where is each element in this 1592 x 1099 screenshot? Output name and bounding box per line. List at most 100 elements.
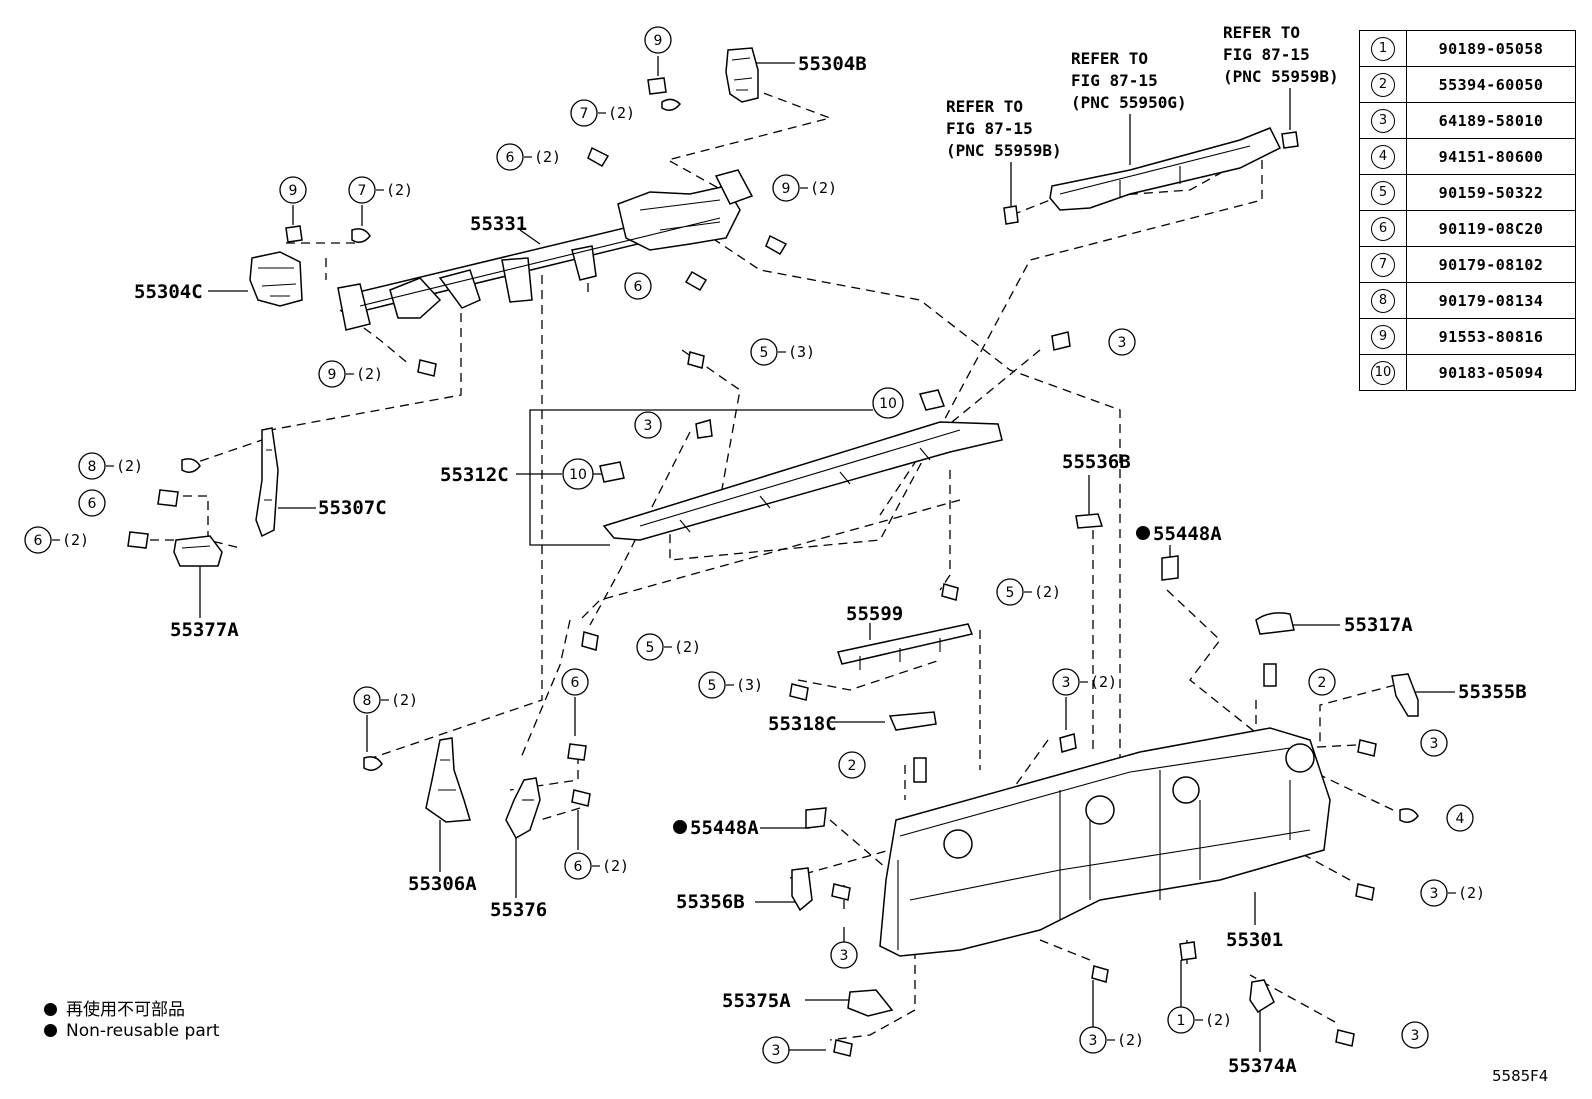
callout-quantity: (2) xyxy=(1090,673,1117,691)
label-55356B: 55356B xyxy=(676,891,745,913)
callout-c3-d: 3 xyxy=(1420,729,1448,757)
callout-circle xyxy=(24,526,52,554)
callout-circle xyxy=(644,26,672,54)
callout-number: 3 xyxy=(1430,736,1439,752)
part-55317A-cap xyxy=(1255,612,1295,635)
svg-text:FIG 87-15: FIG 87-15 xyxy=(946,119,1033,138)
svg-text:(PNC 55959B): (PNC 55959B) xyxy=(1223,67,1339,86)
callout-quantity: (2) xyxy=(674,638,701,656)
callout-number: 6 xyxy=(34,533,43,549)
callout-circle xyxy=(564,852,592,880)
legend-index-circle: 6 xyxy=(1371,216,1395,241)
callout-number: 8 xyxy=(363,693,372,709)
callout-quantity: (2) xyxy=(1117,1031,1144,1049)
callout-number: 1 xyxy=(1177,1013,1186,1029)
callout-circle xyxy=(996,578,1024,606)
bullet-dot-icon xyxy=(44,1003,57,1016)
callout-number: 5 xyxy=(760,345,769,361)
callout-c5-a: 5 (3) xyxy=(750,338,815,366)
legend-index-circle: 8 xyxy=(1371,288,1395,313)
svg-text:REFER TO: REFER TO xyxy=(1223,23,1300,42)
callout-quantity: (2) xyxy=(810,179,837,197)
callout-circle xyxy=(1108,328,1136,356)
part-55374A-bracket xyxy=(1249,979,1275,1014)
callout-c6-f: 6(2) xyxy=(564,852,629,880)
legend-index-circle: 5 xyxy=(1371,180,1395,205)
callout-circle xyxy=(1420,729,1448,757)
fasteners xyxy=(127,77,1419,1057)
callout-number: 3 xyxy=(1089,1033,1098,1049)
label-55536B: 55536B xyxy=(1062,451,1131,473)
callout-c10-a: 10 xyxy=(872,387,904,419)
label-55301: 55301 xyxy=(1226,929,1283,951)
callout-number: 7 xyxy=(358,183,367,199)
legend-index: 6 xyxy=(1359,210,1407,247)
callout-circle xyxy=(634,411,662,439)
callout-circle xyxy=(1052,668,1080,696)
non-reusable-note: 再使用不可部品 Non-reusable part xyxy=(44,995,219,1047)
legend-index-circle: 3 xyxy=(1371,108,1395,133)
legend-row: 1 90189-05058 xyxy=(1359,30,1576,67)
legend-part-number: 55394-60050 xyxy=(1406,66,1576,103)
callout-number: 5 xyxy=(1006,585,1015,601)
refer-note-2: REFER TO FIG 87-15 (PNC 55950G) xyxy=(1071,49,1187,165)
callout-circle xyxy=(1446,804,1474,832)
legend-part-number: 90189-05058 xyxy=(1406,30,1576,67)
callout-number: 3 xyxy=(1062,675,1071,691)
callout-number: 3 xyxy=(1430,886,1439,902)
part-55312C-panel-rail xyxy=(602,421,1003,541)
part-clip-1 xyxy=(1179,941,1197,961)
callout-number: 2 xyxy=(848,758,857,774)
callout-quantity: (2) xyxy=(1034,583,1061,601)
callout-quantity: (2) xyxy=(1205,1011,1232,1029)
callout-circle xyxy=(772,174,800,202)
callout-circle xyxy=(872,387,904,419)
label-55304C: 55304C xyxy=(134,281,203,303)
callout-c5-b: 5 (2) xyxy=(996,578,1061,606)
callout-number: 6 xyxy=(506,150,515,166)
label-55374A: 55374A xyxy=(1228,1055,1297,1077)
non-reusable-dot-left xyxy=(673,820,687,834)
callout-quantity: (2) xyxy=(391,691,418,709)
callout-quantity: (3) xyxy=(788,343,815,361)
callout-number: 4 xyxy=(1456,811,1465,827)
note-line-japanese: 再使用不可部品 xyxy=(44,995,219,1021)
legend-part-number: 94151-80600 xyxy=(1406,138,1576,175)
callout-c2-a: 2 xyxy=(838,751,866,779)
callout-circle xyxy=(570,99,598,127)
legend-part-number: 90179-08102 xyxy=(1406,246,1576,283)
callout-quantity: (3) xyxy=(736,676,763,694)
callout-number: 10 xyxy=(879,396,897,412)
label-55377A: 55377A xyxy=(170,619,239,641)
part-55376-bracket xyxy=(505,777,541,840)
callout-c9-d: 9(2) xyxy=(318,360,383,388)
callout-quantity: (2) xyxy=(62,531,89,549)
callout-circle xyxy=(750,338,778,366)
part-55355B-side-cover xyxy=(1391,673,1419,717)
callout-circle xyxy=(496,143,524,171)
callout-c3-f: 3 xyxy=(830,941,858,969)
label-55312C: 55312C xyxy=(440,464,509,486)
callout-c9-top: 9 xyxy=(644,26,672,54)
callout-c5-c: 5(2) xyxy=(636,633,701,661)
callout-number: 3 xyxy=(1411,1028,1420,1044)
callout-number: 8 xyxy=(88,459,97,475)
callout-circle xyxy=(1308,668,1336,696)
callout-number: 7 xyxy=(580,106,589,122)
callout-c1-a: 1 (2) xyxy=(1167,1006,1232,1034)
label-55306A: 55306A xyxy=(408,873,477,895)
callout-circle xyxy=(1079,1026,1107,1054)
non-reusable-dot-right xyxy=(1136,526,1150,540)
legend-index-circle: 1 xyxy=(1371,36,1395,61)
callout-quantity: (2) xyxy=(116,457,143,475)
callout-c7-top: 7(2) xyxy=(570,99,635,127)
callout-circle xyxy=(762,1036,790,1064)
figure-code: 5585F4 xyxy=(1492,1067,1549,1085)
